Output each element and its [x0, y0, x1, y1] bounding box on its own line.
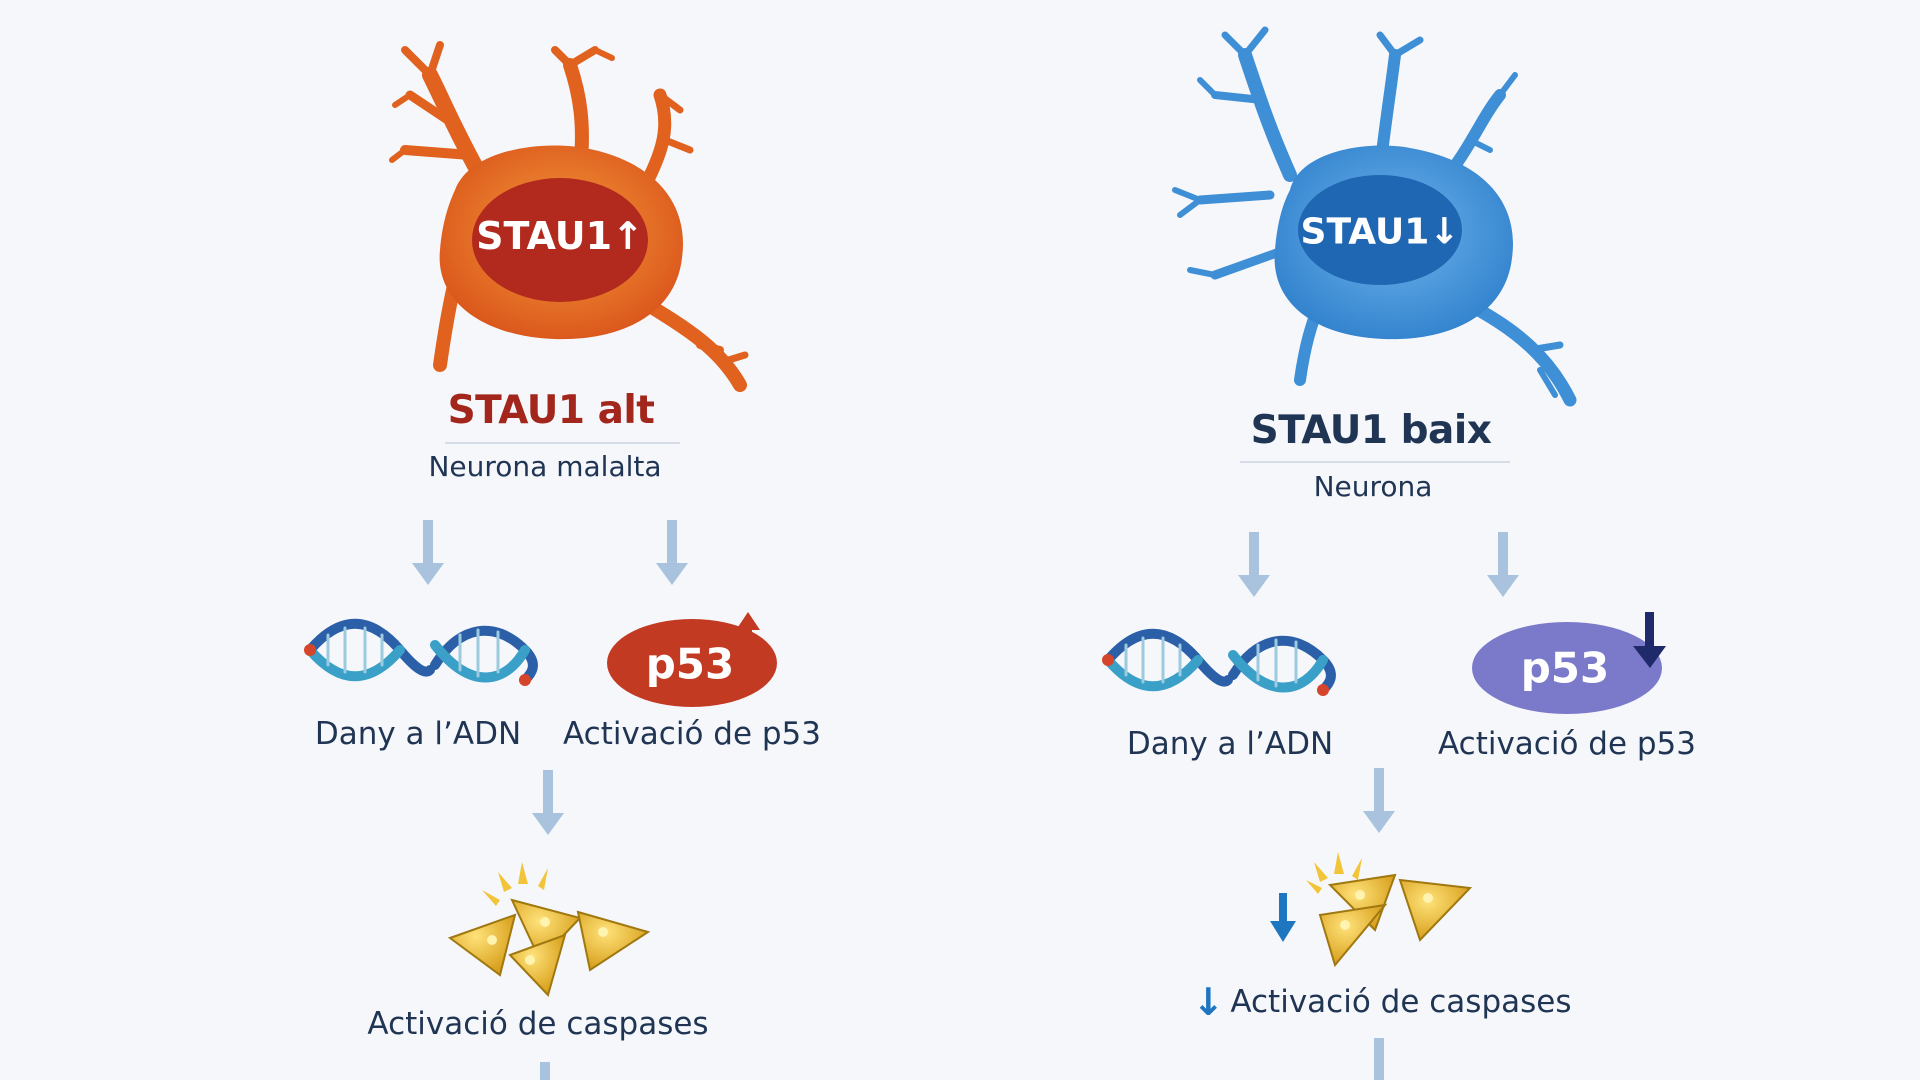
arrow-down-icon	[540, 1062, 550, 1080]
left-p53-label: p53	[645, 639, 735, 689]
right-dna-icon	[1102, 628, 1336, 696]
arrow-down-icon: ↓	[1429, 211, 1460, 253]
left-nucleus	[472, 178, 648, 302]
arrow-down-icon	[1633, 612, 1666, 668]
right-subtitle: Neurona	[1313, 470, 1433, 503]
left-caspase-label: Activació de caspases	[367, 1006, 709, 1042]
arrow-down-icon	[532, 770, 564, 835]
arrow-down-icon	[412, 520, 444, 585]
right-nucleus-badge-label: STAU1	[1300, 211, 1430, 253]
right-nucleus-badge: STAU1↓	[1301, 212, 1460, 253]
left-dna-icon	[304, 618, 538, 686]
left-dna-label: Dany a l’ADN	[314, 716, 522, 752]
arrow-up-icon: ↑	[612, 214, 644, 258]
left-subtitle: Neurona malalta	[428, 450, 662, 483]
left-nucleus-badge-label: STAU1	[476, 214, 613, 258]
right-p53-step-label: Activació de p53	[1437, 726, 1697, 762]
right-dna-label: Dany a l’ADN	[1126, 726, 1334, 762]
left-neuron-icon	[389, 41, 749, 392]
arrow-down-icon	[1270, 893, 1296, 942]
right-title: STAU1 baix	[1250, 408, 1492, 453]
left-p53-step-label: Activació de p53	[562, 716, 822, 752]
flow-arrows	[412, 520, 1519, 1080]
right-caspase-icon	[1306, 852, 1473, 968]
right-caspase-row: ↓ Activació de caspases	[1193, 980, 1572, 1024]
arrow-down-icon	[1363, 768, 1395, 833]
arrow-up-icon	[736, 612, 760, 652]
right-neuron-icon	[1172, 26, 1577, 407]
left-caspase-icon	[447, 862, 651, 997]
left-title: STAU1 alt	[447, 388, 655, 433]
right-nucleus	[1298, 175, 1462, 285]
arrow-down-icon	[656, 520, 688, 585]
right-p53-label: p53	[1520, 643, 1610, 693]
right-p53-badge	[1472, 622, 1662, 714]
arrow-down-icon	[1487, 532, 1519, 597]
arrow-down-icon	[1238, 532, 1270, 597]
arrow-down-icon: ↓	[1192, 980, 1225, 1024]
left-p53-badge	[607, 619, 777, 707]
arrow-down-icon	[1374, 1038, 1384, 1080]
left-nucleus-badge: STAU1↑	[476, 214, 644, 258]
right-caspase-label: Activació de caspases	[1230, 984, 1572, 1020]
